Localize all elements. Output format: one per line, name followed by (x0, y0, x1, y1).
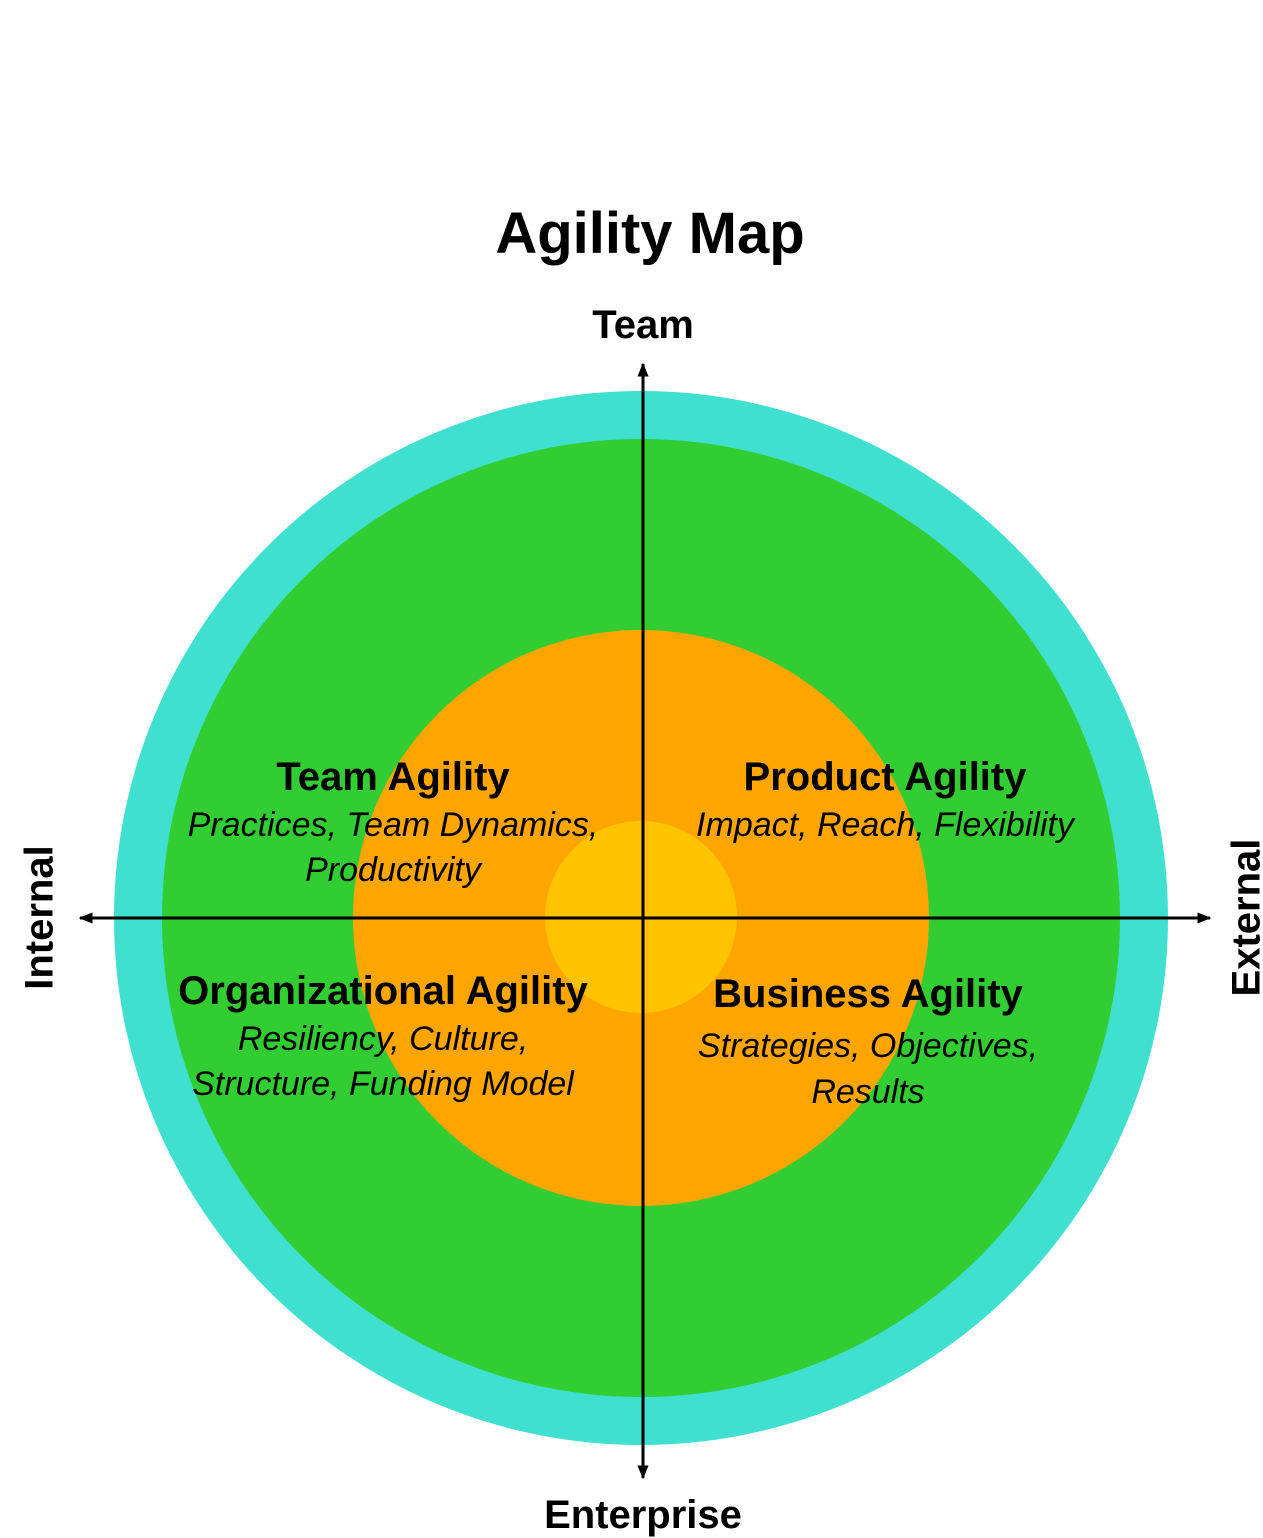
axis-label-bottom: Enterprise (544, 1493, 742, 1537)
quadrant-subtitle: Results (811, 1073, 925, 1111)
quadrant-subtitle: Practices, Team Dynamics, (187, 806, 599, 844)
quadrant-subtitle: Resiliency, Culture, (237, 1020, 529, 1058)
quadrant-subtitle: Impact, Reach, Flexibility (696, 806, 1074, 844)
quadrant-title: Product Agility (743, 755, 1027, 799)
axis-label-right: External (1224, 838, 1263, 997)
quadrant-subtitle: Strategies, Objectives, (697, 1027, 1039, 1065)
axis-label-top: Team (592, 303, 694, 347)
quadrant-subtitle: Structure, Funding Model (192, 1065, 574, 1103)
quadrant-product-agility: Product Agility Impact, Reach, Flexibili… (635, 755, 1135, 848)
quadrant-title: Business Agility (713, 972, 1023, 1016)
quadrant-subtitle: Productivity (305, 851, 481, 889)
quadrant-organizational-agility: Organizational Agility Resiliency, Cultu… (133, 969, 633, 1107)
quadrant-title: Organizational Agility (178, 969, 588, 1013)
quadrant-title: Team Agility (276, 755, 510, 799)
page-title: Agility Map (495, 201, 805, 266)
axis-label-left: Internal (17, 845, 62, 990)
quadrant-business-agility: Business Agility Strategies, Objectives,… (618, 972, 1118, 1115)
quadrant-team-agility: Team Agility Practices, Team Dynamics, P… (143, 755, 643, 893)
